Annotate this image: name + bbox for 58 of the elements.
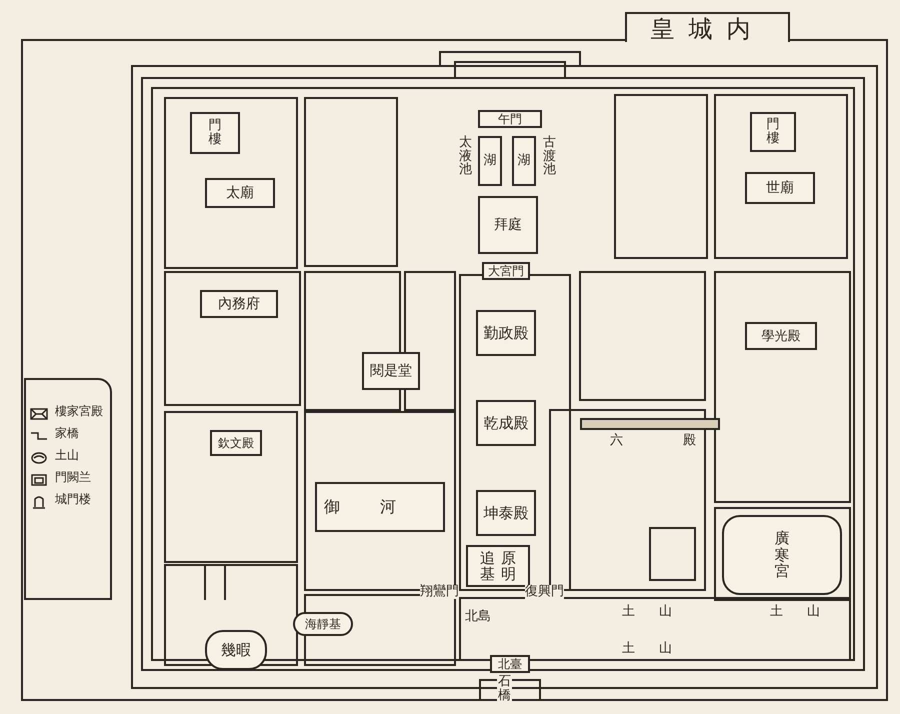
gate-building	[478, 110, 542, 128]
hall-building	[210, 430, 262, 456]
map-title: 皇城内	[625, 12, 790, 42]
gate-tower	[750, 112, 796, 152]
place-name: 復興門	[525, 585, 564, 599]
garden-river	[315, 482, 445, 532]
hall-building	[478, 196, 538, 254]
legend-text: 門闕兰	[55, 471, 92, 484]
building-name: 勤政殿	[484, 324, 528, 342]
legend-text: 樓家宮殿	[55, 405, 104, 418]
long-hall-bar	[580, 418, 720, 430]
building-name: 學光殿	[762, 328, 800, 345]
hall-building	[745, 322, 817, 350]
legend-text: 城門楼	[55, 493, 92, 506]
building-name: 海靜基	[305, 616, 341, 632]
building-name: 追基	[478, 550, 496, 582]
building-name: 欽文殿	[218, 434, 254, 452]
building-name: 閱是堂	[370, 362, 412, 380]
building-name: 世廟	[766, 179, 794, 197]
place-name: 北島	[465, 610, 491, 624]
place-name: 翔鸞門	[420, 585, 459, 599]
building-name: 御河	[324, 496, 436, 518]
building-name: 太廟	[226, 184, 254, 202]
building-name: 湖	[482, 154, 498, 168]
hall-building	[476, 310, 536, 356]
building-name: 午門	[498, 110, 522, 128]
legend-text: 家橋	[55, 427, 80, 440]
pond	[512, 136, 536, 186]
building-name: 乾成殿	[484, 414, 528, 432]
gate-tower	[190, 112, 240, 154]
building-name: 北臺	[498, 656, 522, 672]
building-name: 大宮門	[488, 262, 524, 280]
place-name: 太液池	[458, 136, 473, 177]
hall-building	[362, 352, 420, 390]
hall-building	[476, 400, 536, 446]
terrace-building	[490, 655, 530, 673]
building-name: 拜庭	[494, 216, 522, 234]
building-name: 坤泰殿	[484, 504, 528, 522]
building-name: 湖	[516, 154, 532, 168]
gate-building	[482, 262, 530, 280]
building-name: 門樓	[208, 118, 222, 148]
temple-building	[745, 172, 815, 204]
building-name: 門樓	[766, 118, 780, 146]
building-name: 幾暇	[221, 640, 251, 660]
rock-mound	[205, 630, 267, 670]
temple-building	[205, 178, 275, 208]
island-mound	[293, 612, 353, 636]
building-name: 原明	[500, 550, 518, 582]
legend-text: 土山	[55, 449, 80, 462]
pond	[478, 136, 502, 186]
hall-building	[476, 490, 536, 536]
place-name: 古渡池	[542, 136, 557, 177]
building-name: 六殿	[610, 434, 756, 448]
office-building	[200, 290, 278, 318]
building-name: 廣寒宮	[774, 530, 790, 580]
place-name: 石橋	[497, 675, 512, 702]
building-name: 內務府	[218, 295, 260, 313]
palace-island	[722, 515, 842, 595]
